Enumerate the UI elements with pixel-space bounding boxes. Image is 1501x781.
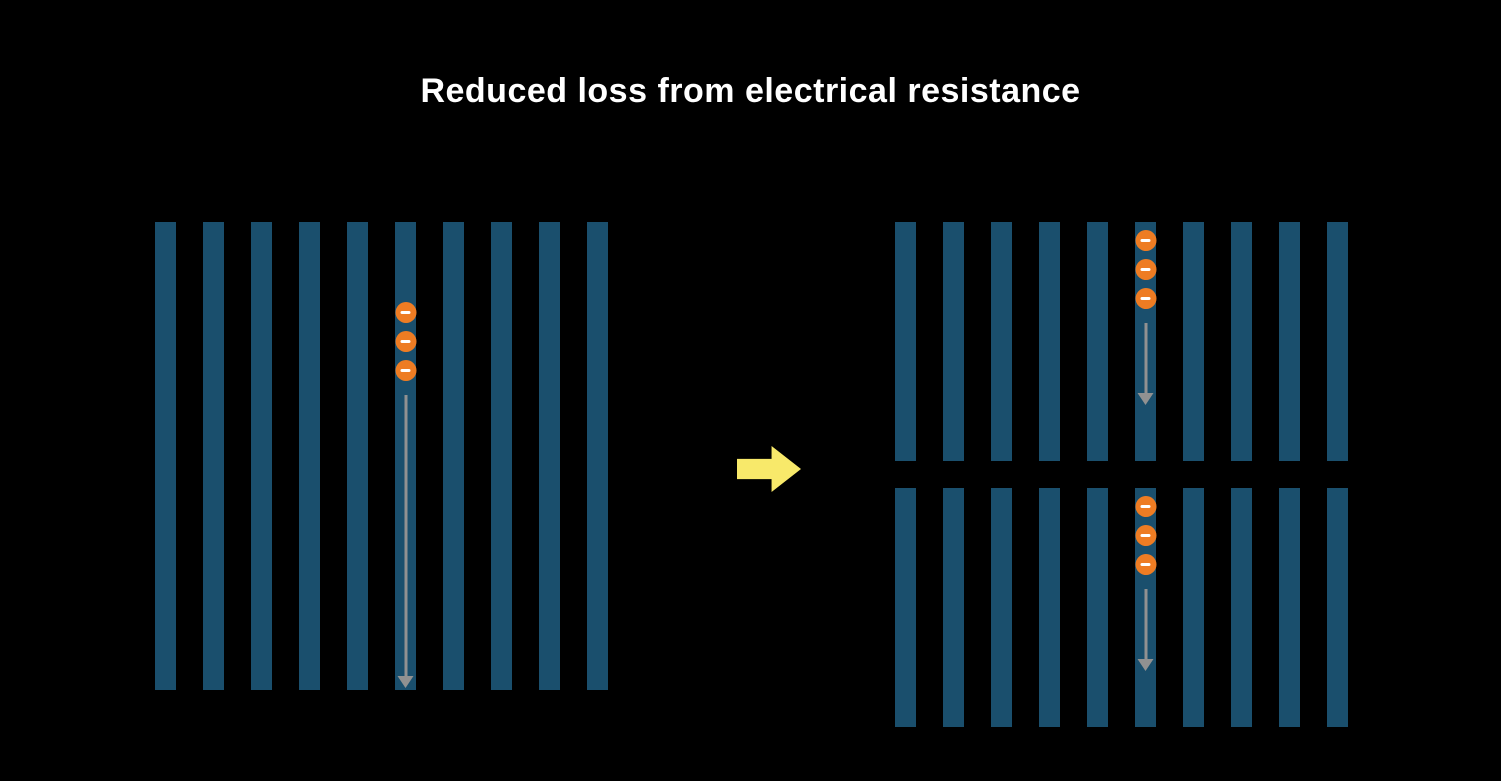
conductor-bar bbox=[1135, 488, 1156, 727]
half-cell-bottom-group bbox=[895, 488, 1348, 727]
minus-glyph bbox=[400, 311, 411, 314]
conductor-bar bbox=[1087, 488, 1108, 727]
arrow-head bbox=[397, 676, 414, 688]
conductor-bar bbox=[395, 222, 416, 690]
minus-circle-icon bbox=[395, 331, 416, 352]
conductor-bar bbox=[491, 222, 512, 690]
arrow-head bbox=[1137, 393, 1154, 405]
diagram-title: Reduced loss from electrical resistance bbox=[420, 72, 1081, 110]
conductor-bar bbox=[943, 222, 964, 461]
conductor-bar bbox=[1183, 488, 1204, 727]
minus-glyph bbox=[400, 340, 411, 343]
arrow-stem bbox=[404, 395, 407, 676]
conductor-bar bbox=[1231, 488, 1252, 727]
conductor-bar bbox=[1087, 222, 1108, 461]
conductor-bar bbox=[895, 488, 916, 727]
minus-circle-icon bbox=[1135, 496, 1156, 517]
conductor-bar bbox=[991, 222, 1012, 461]
conductor-bar bbox=[1279, 488, 1300, 727]
minus-glyph bbox=[1140, 268, 1151, 271]
conductor-bar bbox=[1183, 222, 1204, 461]
full-cell-group bbox=[155, 222, 608, 690]
minus-circle-icon bbox=[1135, 288, 1156, 309]
half-cell-panel bbox=[895, 222, 1348, 727]
minus-circle-icon bbox=[395, 302, 416, 323]
conductor-bar bbox=[539, 222, 560, 690]
arrow-head bbox=[1137, 659, 1154, 671]
minus-circle-icon bbox=[1135, 230, 1156, 251]
minus-glyph bbox=[1140, 534, 1151, 537]
down-arrow-icon bbox=[397, 395, 414, 688]
conductor-bar bbox=[943, 488, 964, 727]
minus-circle-icon bbox=[395, 360, 416, 381]
arrow-stem bbox=[1144, 323, 1147, 393]
conductor-bar bbox=[1279, 222, 1300, 461]
minus-glyph bbox=[1140, 239, 1151, 242]
minus-circle-icon bbox=[1135, 554, 1156, 575]
right-arrow-icon bbox=[737, 446, 801, 492]
conductor-bar bbox=[991, 488, 1012, 727]
conductor-bar bbox=[251, 222, 272, 690]
conductor-bar bbox=[443, 222, 464, 690]
conductor-bar bbox=[1327, 488, 1348, 727]
conductor-bar bbox=[203, 222, 224, 690]
conductor-bar bbox=[1327, 222, 1348, 461]
electron-flow-column bbox=[1135, 222, 1156, 461]
down-arrow-icon bbox=[1137, 323, 1154, 405]
electron-flow-column bbox=[395, 222, 416, 690]
minus-glyph bbox=[1140, 505, 1151, 508]
conductor-bar bbox=[1039, 488, 1060, 727]
minus-glyph bbox=[1140, 563, 1151, 566]
conductor-bar bbox=[1231, 222, 1252, 461]
minus-glyph bbox=[400, 369, 411, 372]
conductor-bar bbox=[347, 222, 368, 690]
conductor-bar bbox=[155, 222, 176, 690]
conductor-bar bbox=[1039, 222, 1060, 461]
conductor-bar bbox=[895, 222, 916, 461]
minus-circle-icon bbox=[1135, 259, 1156, 280]
half-cell-top-group bbox=[895, 222, 1348, 461]
conductor-bar bbox=[299, 222, 320, 690]
minus-glyph bbox=[1140, 297, 1151, 300]
full-cell-panel bbox=[155, 222, 608, 690]
conductor-bar bbox=[1135, 222, 1156, 461]
conductor-bar bbox=[587, 222, 608, 690]
down-arrow-icon bbox=[1137, 589, 1154, 671]
arrow-stem bbox=[1144, 589, 1147, 659]
electron-flow-column bbox=[1135, 488, 1156, 727]
minus-circle-icon bbox=[1135, 525, 1156, 546]
